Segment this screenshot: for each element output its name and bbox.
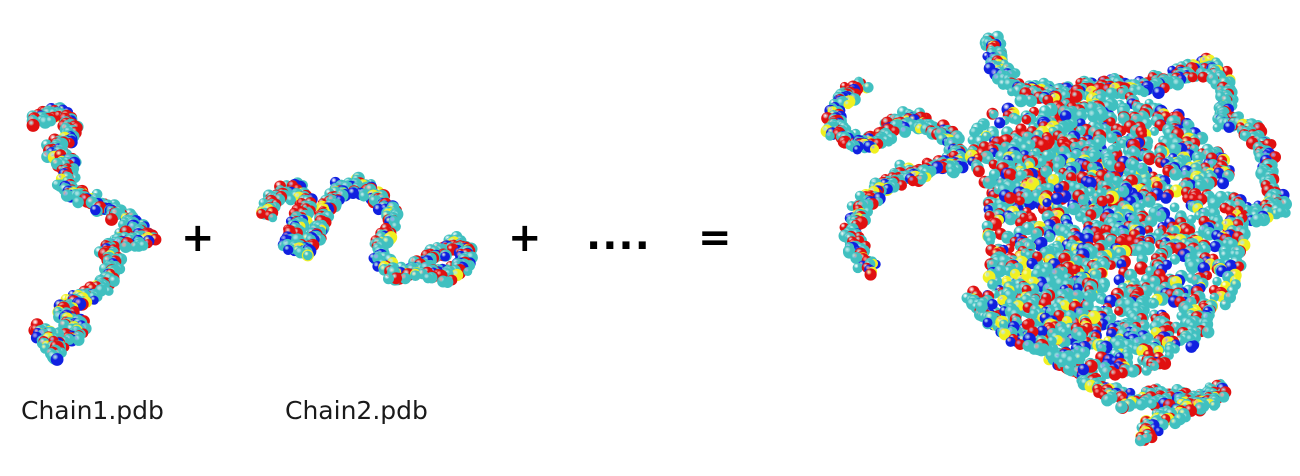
- atom-sphere: [1209, 400, 1220, 411]
- atom-sphere: [108, 275, 120, 287]
- atom-sphere: [45, 115, 56, 127]
- atom-sphere: [129, 241, 141, 252]
- atom-sphere: [1050, 192, 1064, 205]
- atom-sphere: [1150, 127, 1159, 136]
- atom-sphere: [1146, 398, 1157, 409]
- atom-sphere: [1004, 191, 1017, 204]
- atom-sphere: [852, 145, 862, 155]
- atom-sphere: [1011, 114, 1022, 125]
- atom-sphere: [1106, 132, 1117, 144]
- atom-sphere: [1115, 400, 1128, 414]
- atom-sphere: [907, 175, 918, 187]
- atom-sphere: [138, 240, 149, 251]
- atom-sphere: [916, 174, 927, 185]
- atom-sphere: [119, 241, 132, 254]
- atom-sphere: [975, 300, 988, 313]
- atom-sphere: [1096, 195, 1108, 207]
- atom-sphere: [1134, 85, 1146, 96]
- atom-sphere: [825, 131, 835, 141]
- atom-sphere: [1223, 121, 1235, 133]
- atom-sphere: [60, 189, 74, 202]
- atom-sphere: [1149, 298, 1160, 308]
- atom-sphere: [852, 262, 863, 274]
- atom-sphere: [1141, 365, 1152, 376]
- atom-sphere: [1160, 192, 1172, 204]
- atom-sphere: [1087, 109, 1100, 122]
- atom-sphere: [1152, 86, 1165, 100]
- atom-sphere: [72, 334, 85, 346]
- atom-sphere: [1021, 114, 1032, 125]
- atom-sphere: [90, 204, 101, 216]
- atom-sphere: [1082, 291, 1092, 301]
- atom-sphere: [1275, 206, 1287, 218]
- atom-sphere: [105, 213, 118, 226]
- atom-sphere: [1114, 161, 1126, 173]
- atom-sphere: [1219, 299, 1231, 311]
- atom-sphere: [1169, 167, 1183, 181]
- atom-sphere: [1143, 152, 1156, 166]
- atom-sphere: [1201, 325, 1215, 339]
- atom-sphere: [1126, 365, 1139, 378]
- atom-sphere: [864, 268, 877, 281]
- atom-sphere: [862, 82, 874, 93]
- atom-sphere: [1169, 202, 1180, 213]
- atom-sphere: [987, 299, 998, 310]
- atom-sphere: [1114, 306, 1124, 316]
- atom-sphere: [1212, 276, 1222, 287]
- atom-sphere: [1169, 417, 1181, 430]
- atom-sphere: [946, 167, 956, 177]
- atom-sphere: [1251, 213, 1264, 227]
- atom-sphere: [1065, 355, 1078, 368]
- atom-sphere: [898, 125, 912, 138]
- atom-sphere: [1109, 368, 1122, 381]
- atom-sphere: [1042, 198, 1052, 208]
- atom-sphere: [987, 279, 998, 290]
- atom-sphere: [1077, 194, 1089, 206]
- atom-sphere: [1015, 196, 1025, 206]
- atom-sphere: [843, 99, 853, 110]
- atom-sphere: [1014, 94, 1028, 108]
- atom-sphere: [869, 144, 880, 154]
- atom-sphere: [1057, 358, 1067, 368]
- atom-sphere: [1037, 156, 1047, 167]
- atom-sphere: [1171, 77, 1184, 91]
- atom-sphere: [1217, 177, 1229, 190]
- atom-sphere: [982, 175, 996, 189]
- atom-sphere: [1185, 260, 1200, 274]
- atom-sphere: [1141, 432, 1152, 444]
- atom-sphere: [1212, 123, 1222, 133]
- atom-sphere: [1007, 87, 1017, 97]
- atom-sphere: [1135, 398, 1147, 411]
- atom-sphere: [994, 117, 1006, 129]
- atom-sphere: [1187, 72, 1198, 83]
- atom-sphere: [973, 165, 985, 178]
- atom-sphere: [1067, 202, 1081, 216]
- atom-sphere: [1077, 363, 1090, 376]
- atom-sphere: [26, 118, 40, 132]
- atom-sphere: [1101, 394, 1114, 407]
- atom-sphere: [989, 109, 999, 119]
- atom-sphere: [72, 196, 84, 209]
- atom-sphere: [1185, 340, 1198, 353]
- atom-sphere: [50, 353, 64, 366]
- atom-sphere: [1136, 162, 1149, 175]
- atom-sphere: [993, 265, 1007, 278]
